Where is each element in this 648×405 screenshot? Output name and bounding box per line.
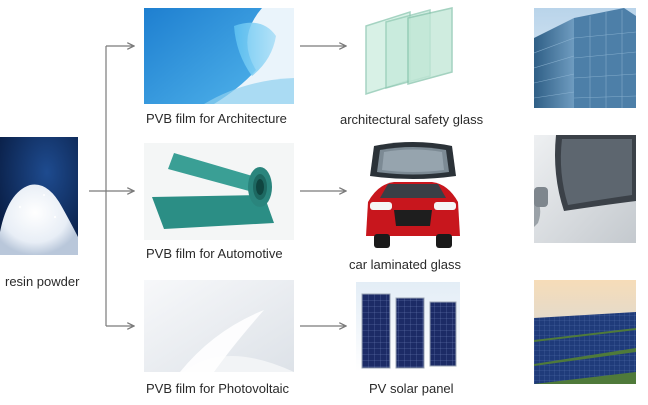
architecture-film-image (144, 8, 294, 104)
photovoltaic-film-label: PVB film for Photovoltaic (146, 381, 290, 396)
car-windshield-closeup-image (534, 135, 636, 243)
car-laminated-glass-image (360, 140, 466, 252)
automotive-film-label: PVB film for Automotive (146, 246, 283, 261)
glass-building-image (534, 8, 636, 108)
architectural-glass-label: architectural safety glass (340, 112, 484, 127)
photovoltaic-film-image (144, 280, 294, 372)
architecture-film-label: PVB film for Architecture (146, 111, 287, 126)
automotive-film-image (144, 143, 294, 240)
architectural-glass-image (352, 6, 462, 98)
pv-solar-panel-label: PV solar panel (369, 381, 454, 396)
pv-solar-panel-image (356, 282, 460, 372)
resin-powder-label: resin powder (5, 274, 80, 289)
resin-powder-image (0, 137, 78, 255)
car-laminated-glass-label: car laminated glass (349, 257, 461, 272)
solar-farm-image (534, 280, 636, 384)
